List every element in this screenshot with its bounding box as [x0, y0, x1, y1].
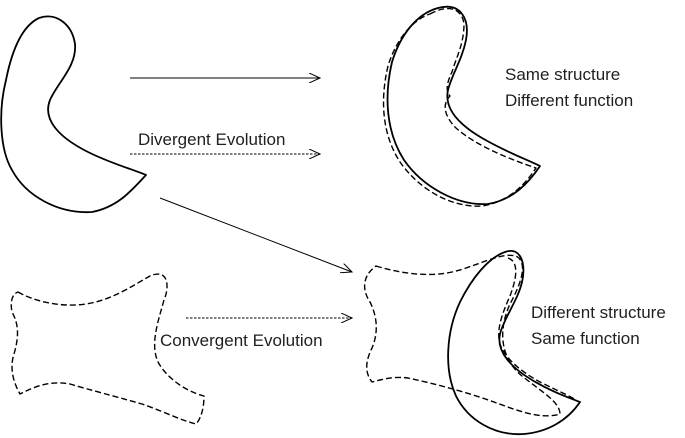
arrow-diagonal [159, 197, 352, 272]
original-crescent-shape [0, 15, 147, 213]
label-convergent-evolution: Convergent Evolution [160, 331, 323, 350]
divergent-crescent-dashed [382, 7, 537, 207]
convergent-crescent-solid [447, 250, 581, 435]
convergent-source-dashed-shape [10, 273, 205, 425]
label-different-structure: Different structure [531, 303, 666, 322]
divergent-crescent-solid [386, 5, 541, 205]
convergent-crescent-inner-dashed [498, 257, 577, 401]
label-same-function: Same function [531, 329, 640, 348]
label-same-structure: Same structure [505, 65, 621, 84]
label-divergent-evolution: Divergent Evolution [138, 130, 286, 149]
label-different-function: Different function [505, 91, 634, 110]
convergent-result-dashed-shape [363, 254, 561, 417]
